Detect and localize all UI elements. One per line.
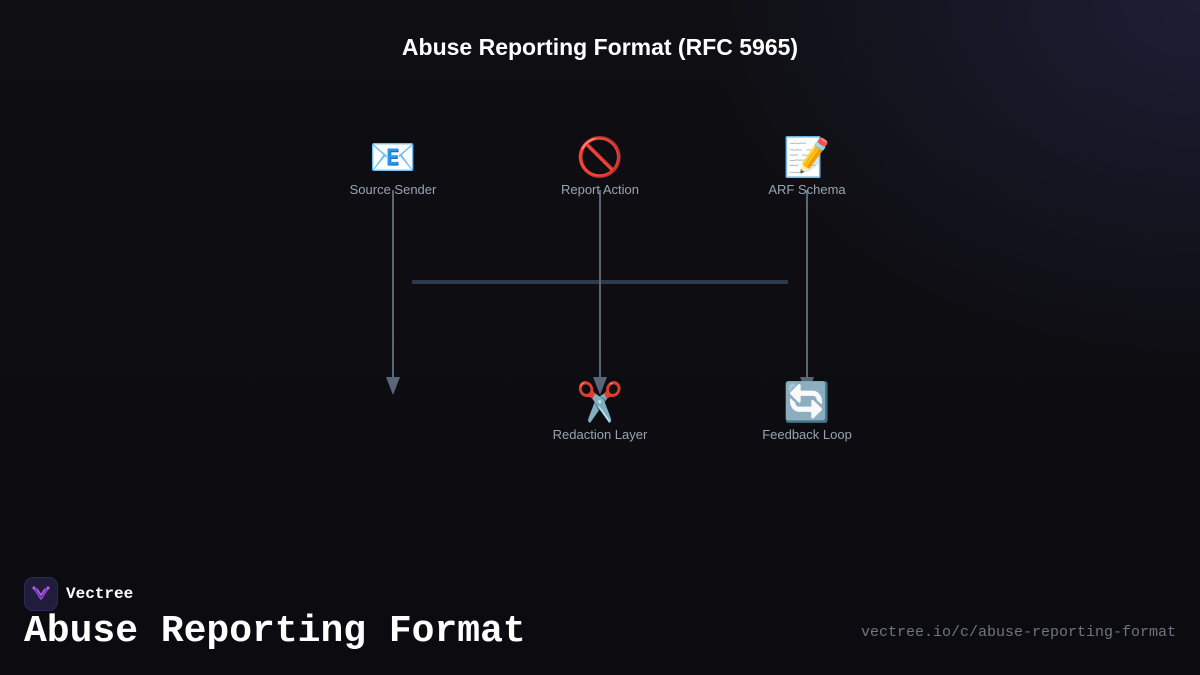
- node-label: Source Sender: [349, 182, 437, 197]
- node-arf-schema[interactable]: 📝 ARF Schema: [727, 134, 887, 197]
- arrowhead-report-action: [593, 377, 607, 395]
- footer-title: Abuse Reporting Format: [24, 610, 526, 653]
- arrowhead-arf-schema: [800, 377, 814, 395]
- footer-url[interactable]: vectree.io/c/abuse-reporting-format: [860, 624, 1176, 641]
- node-report-action[interactable]: 🚫 Report Action: [520, 134, 680, 197]
- node-label: Redaction Layer: [552, 427, 648, 442]
- vectree-logo-icon: [24, 577, 58, 611]
- node-source-sender[interactable]: 📧 Source Sender: [313, 134, 473, 197]
- email-icon: 📧: [369, 135, 417, 179]
- node-label: Feedback Loop: [762, 427, 852, 442]
- prohibited-icon: 🚫: [576, 135, 624, 179]
- refresh-icon: 🔄: [783, 380, 831, 424]
- node-feedback-loop[interactable]: 🔄 Feedback Loop: [727, 379, 887, 442]
- brand-name: Vectree: [66, 585, 134, 603]
- node-label: Report Action: [560, 182, 640, 197]
- memo-icon: 📝: [783, 135, 831, 179]
- scissors-icon: ✂️: [576, 380, 624, 424]
- brand[interactable]: Vectree: [24, 577, 133, 611]
- arrowhead-source-sender: [386, 377, 400, 395]
- node-redaction-layer[interactable]: ✂️ Redaction Layer: [520, 379, 680, 442]
- node-label: ARF Schema: [768, 182, 846, 197]
- diagram-title: Abuse Reporting Format (RFC 5965): [401, 34, 799, 60]
